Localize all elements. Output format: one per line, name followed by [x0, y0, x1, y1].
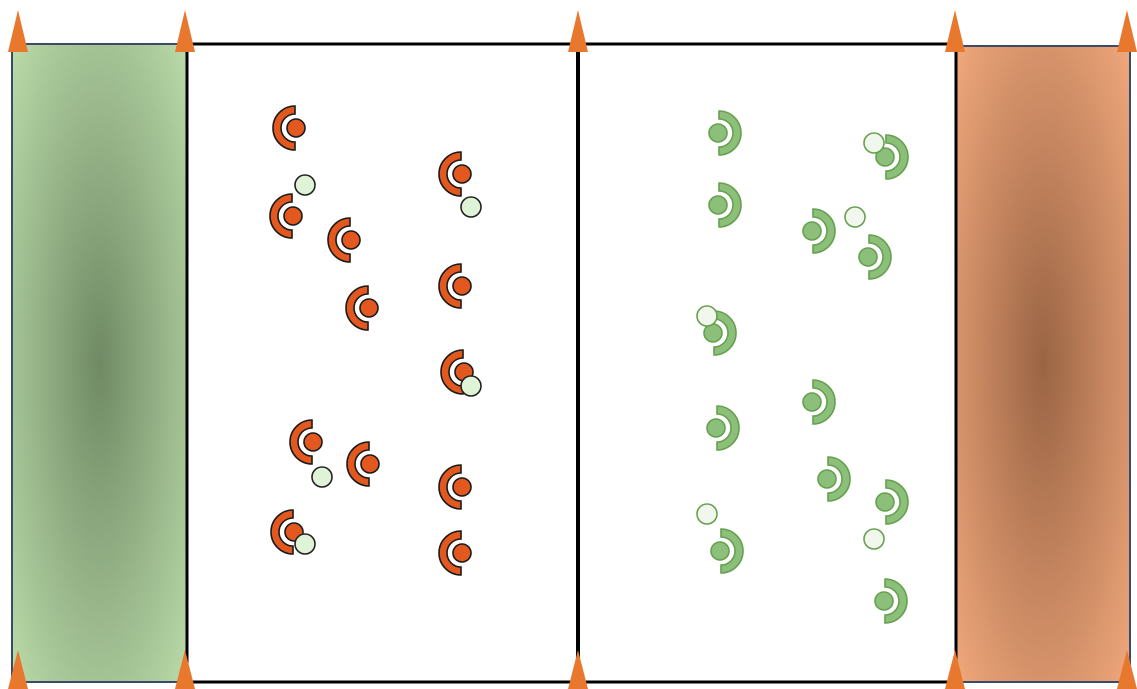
player-marker [345, 285, 379, 331]
player-marker [875, 479, 909, 525]
player-marker [269, 193, 303, 239]
balls-group [294, 132, 885, 555]
player-marker [327, 217, 361, 263]
cone-bottom [945, 650, 965, 689]
player-marker [438, 151, 472, 197]
team-orange-group [269, 105, 474, 576]
player-marker [710, 528, 744, 574]
cone-top [8, 10, 28, 52]
player-marker [438, 263, 472, 309]
player-marker [708, 182, 742, 228]
cones-group [8, 10, 1137, 689]
player-marker [875, 134, 909, 180]
cone-bottom [568, 650, 588, 689]
ball [311, 466, 333, 488]
cone-top [568, 10, 588, 52]
player-marker [346, 441, 380, 487]
ball [863, 132, 885, 154]
ball [696, 503, 718, 525]
player-marker [802, 208, 836, 254]
ball [863, 528, 885, 550]
player-marker [438, 530, 472, 576]
player-marker [438, 464, 472, 510]
right-end-zone [955, 45, 1131, 683]
ball [460, 375, 482, 397]
cone-bottom [175, 650, 195, 689]
team-green-group [703, 110, 909, 624]
cone-top [945, 10, 965, 52]
cone-top [1117, 10, 1137, 52]
cone-top [175, 10, 195, 52]
ball [294, 174, 316, 196]
player-marker [874, 578, 908, 624]
ball [460, 196, 482, 218]
ball [696, 305, 718, 327]
cone-bottom [1117, 650, 1137, 689]
player-marker [858, 234, 892, 280]
player-marker [802, 379, 836, 425]
left-end-zone [11, 43, 188, 683]
field-boundary [185, 42, 958, 684]
ball [844, 206, 866, 228]
cone-bottom [8, 650, 28, 689]
player-marker [708, 110, 742, 156]
ball [294, 533, 316, 555]
player-marker [272, 105, 306, 151]
player-marker [289, 419, 323, 465]
player-marker [817, 456, 851, 502]
player-marker [706, 405, 740, 451]
player-marker [703, 310, 737, 356]
